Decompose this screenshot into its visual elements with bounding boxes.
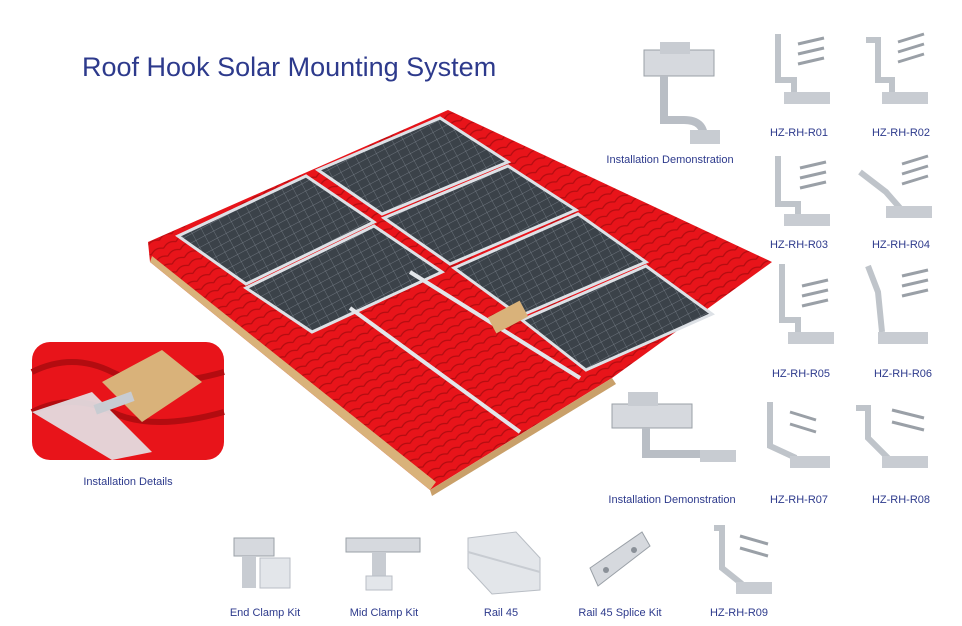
- splice-label: Rail 45 Splice Kit: [578, 607, 662, 619]
- hook-r01-image: [775, 34, 830, 104]
- splice-image: [589, 531, 651, 587]
- hook-r08-label: HZ-RH-R08: [871, 494, 931, 506]
- hook-r02-image: [866, 32, 928, 104]
- mid-clamp-label: Mid Clamp Kit: [349, 607, 419, 619]
- hook-r05-label: HZ-RH-R05: [771, 368, 831, 380]
- hook-r03-image: [775, 156, 830, 226]
- hook-r09-image: [714, 525, 772, 594]
- installation-demo-top-image: [643, 42, 720, 144]
- solar-panels: [175, 116, 715, 372]
- installation-demo-bottom-image: [611, 392, 736, 462]
- hook-r06-label: HZ-RH-R06: [873, 368, 933, 380]
- hook-r01-label: HZ-RH-R01: [769, 127, 829, 139]
- mid-clamp-image: [345, 537, 421, 591]
- hook-r04-image: [858, 154, 932, 218]
- wood-batten-right: [430, 378, 616, 496]
- rail-label: Rail 45: [483, 607, 519, 619]
- hook-r08-image: [856, 405, 928, 468]
- page-title: Roof Hook Solar Mounting System: [82, 52, 497, 82]
- hook-r05-image: [779, 264, 834, 344]
- hook-r07-image: [767, 402, 830, 468]
- hook-r04-label: HZ-RH-R04: [871, 239, 931, 251]
- installation-demo-top-label: Installation Demonstration: [606, 154, 734, 166]
- exposed-batten: [487, 300, 529, 334]
- hook-r02-label: HZ-RH-R02: [871, 127, 931, 139]
- hook-r07-label: HZ-RH-R07: [769, 494, 829, 506]
- installation-details-image: [30, 342, 225, 460]
- installation-details-label: Installation Details: [83, 476, 173, 488]
- end-clamp-label: End Clamp Kit: [229, 607, 301, 619]
- rail-image: [467, 531, 541, 595]
- hook-r06-image: [865, 264, 929, 344]
- hook-r09-label: HZ-RH-R09: [709, 607, 769, 619]
- installation-demo-bottom-label: Installation Demonstration: [608, 494, 736, 506]
- wood-batten: [150, 256, 436, 490]
- end-clamp-image: [233, 537, 291, 589]
- hook-r03-label: HZ-RH-R03: [769, 239, 829, 251]
